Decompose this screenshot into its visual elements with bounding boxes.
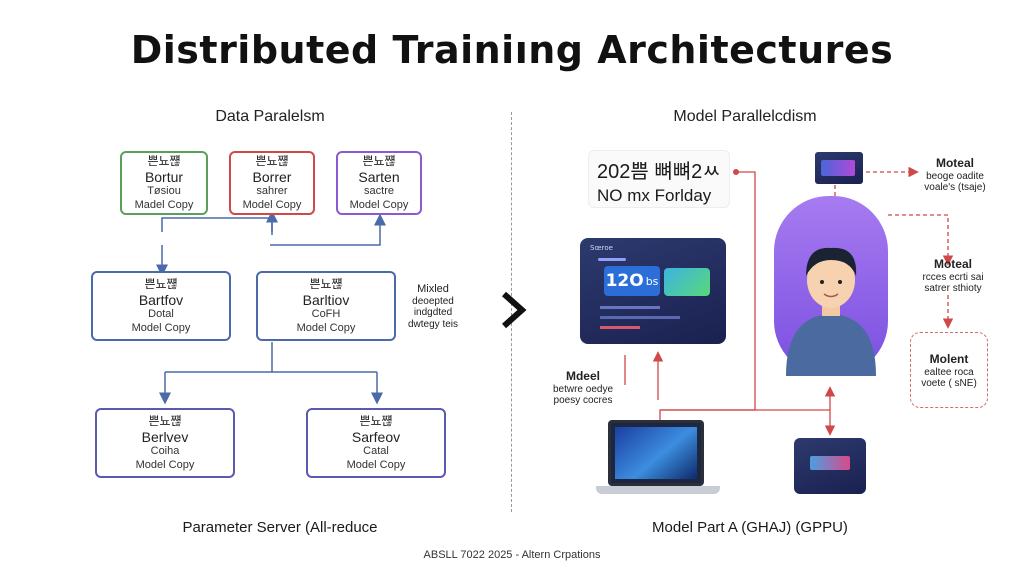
info-line-2: NO mx Forlday: [597, 186, 712, 205]
red-arrow-to-mid-note: [888, 214, 954, 266]
note-line: ealtee roca: [924, 366, 974, 378]
arrow-to-top-right: [270, 213, 386, 246]
node-name: Sarten: [358, 168, 400, 185]
note-line: dwtegy teis: [407, 318, 459, 330]
metric-unit: bs: [645, 274, 659, 288]
person-avatar-icon: [786, 247, 876, 376]
node-id: 쁜뇨쨶: [148, 414, 182, 429]
node-sub: Coiha: [150, 445, 180, 458]
tablet-device: [794, 438, 866, 494]
node-model-copy: Madel Copy: [134, 198, 194, 211]
note-line: beoge oadite: [926, 170, 984, 182]
page-title: Distributed Trainiıng Architectures: [130, 28, 894, 72]
node-id: 쁜뇨쨶: [309, 277, 343, 292]
node-name: Bortur: [144, 168, 184, 185]
note-line: voale's (tsaje): [924, 182, 986, 194]
bottom-node-1: 쁜뇨쨶 Berlvev Coiha Model Copy: [95, 408, 235, 478]
node-model-copy: Model Copy: [242, 198, 302, 211]
mid-node-1: 쁜뇨쨶 Bartfov Dotal Model Copy: [91, 271, 231, 341]
note-heading: Moteal: [935, 156, 974, 170]
node-name: Borrer: [252, 168, 292, 185]
node-name: Sarfeov: [351, 428, 401, 445]
node-model-copy: Model Copy: [135, 458, 195, 471]
footer-text: ABSLL 7022 2025 - Altern Crpations: [423, 549, 601, 561]
note-line: Mixled: [417, 283, 449, 295]
note-heading: Mdeel: [565, 369, 600, 383]
dashed-note-box: Molent ealtee roca voete ( sNE): [910, 332, 988, 408]
note-line: betwre oedye: [552, 383, 614, 395]
node-sub: CoFH: [311, 308, 341, 321]
node-id: 쁜뇨쨶: [147, 154, 181, 169]
node-model-copy: Model Copy: [131, 321, 191, 334]
dashboard-bar: [598, 258, 626, 261]
dashboard-row: [600, 316, 680, 319]
left-caption: Parameter Server (All-reduce: [182, 519, 378, 536]
model-parallelism-heading: Model Parallelcdism: [673, 108, 817, 125]
node-sub: Dotal: [148, 308, 174, 321]
metric-card: 12O bs: [604, 266, 660, 296]
node-model-copy: Model Copy: [349, 198, 409, 211]
bottom-node-2: 쁜뇨쨶 Sarfeov Catal Model Copy: [306, 408, 446, 478]
section-divider: [511, 112, 512, 512]
note-line: deoepted: [412, 295, 454, 307]
chart-card: [664, 268, 710, 296]
connector-top-left: [161, 217, 273, 232]
top-node-2: 쁜뇨쨶 Borrer sahrer Model Copy: [229, 151, 315, 215]
note-line: rcces ecrti sai: [922, 271, 984, 283]
info-card: 202쁨 뼈뼈2ㅆ NO mx Forlday: [588, 150, 730, 208]
right-caption: Model Part A (GHAJ) (GPPU): [652, 519, 848, 536]
node-id: 쁜뇨쨶: [144, 277, 178, 292]
info-line-1: 202쁨 뼈뼈2ㅆ: [597, 161, 721, 183]
dashboard-screen: Sœroe 12O bs: [580, 238, 726, 344]
node-model-copy: Model Copy: [296, 321, 356, 334]
dashboard-row: [600, 306, 660, 309]
server-cylinder: [774, 196, 888, 376]
node-sub: sactre: [364, 185, 394, 198]
top-node-1: 쁜뇨쨶 Bortur Tøsiou Madel Copy: [120, 151, 208, 215]
node-sub: Catal: [363, 445, 389, 458]
note-left: Mdeel betwre oedye poesy cocres: [542, 369, 624, 407]
node-name: Berlvev: [141, 428, 189, 445]
node-id: 쁜뇨쨶: [362, 154, 396, 169]
note-top: Moteal beoge oadite voale's (tsaje): [910, 156, 1000, 194]
note-line: poesy cocres: [553, 395, 613, 407]
node-id: 쁜뇨쨶: [255, 154, 289, 169]
mid-node-2: 쁜뇨쨶 Barltiov CoFH Model Copy: [256, 271, 396, 341]
small-monitor: [815, 152, 863, 184]
note-heading: Molent: [929, 352, 969, 366]
note-line: voete ( sNE): [921, 378, 977, 390]
metric-value: 12O: [605, 271, 644, 291]
top-node-3: 쁜뇨쨶 Sarten sactre Model Copy: [336, 151, 422, 215]
node-sub: sahrer: [256, 185, 288, 198]
laptop-screen: [608, 420, 704, 486]
dashboard-row: [600, 326, 640, 329]
data-parallelism-heading: Data Paralelsm: [215, 108, 325, 125]
note-line: indgdted: [413, 307, 453, 319]
laptop-base: [596, 486, 720, 494]
node-name: Bartfov: [138, 291, 184, 308]
chevron-right-icon: [502, 291, 527, 329]
node-model-copy: Model Copy: [346, 458, 406, 471]
mid-note: Mixled deoepted indgdted dwtegy teis: [398, 283, 468, 330]
node-sub: Tøsiou: [147, 185, 181, 198]
node-id: 쁜뇨쨶: [359, 414, 393, 429]
note-middle: Moteal rcces ecrti sai satrer sthioty: [908, 257, 998, 295]
note-line: satrer sthioty: [924, 283, 982, 295]
dashboard-brand: Sœroe: [590, 244, 613, 252]
note-heading: Moteal: [933, 257, 972, 271]
node-name: Barltiov: [302, 291, 350, 308]
